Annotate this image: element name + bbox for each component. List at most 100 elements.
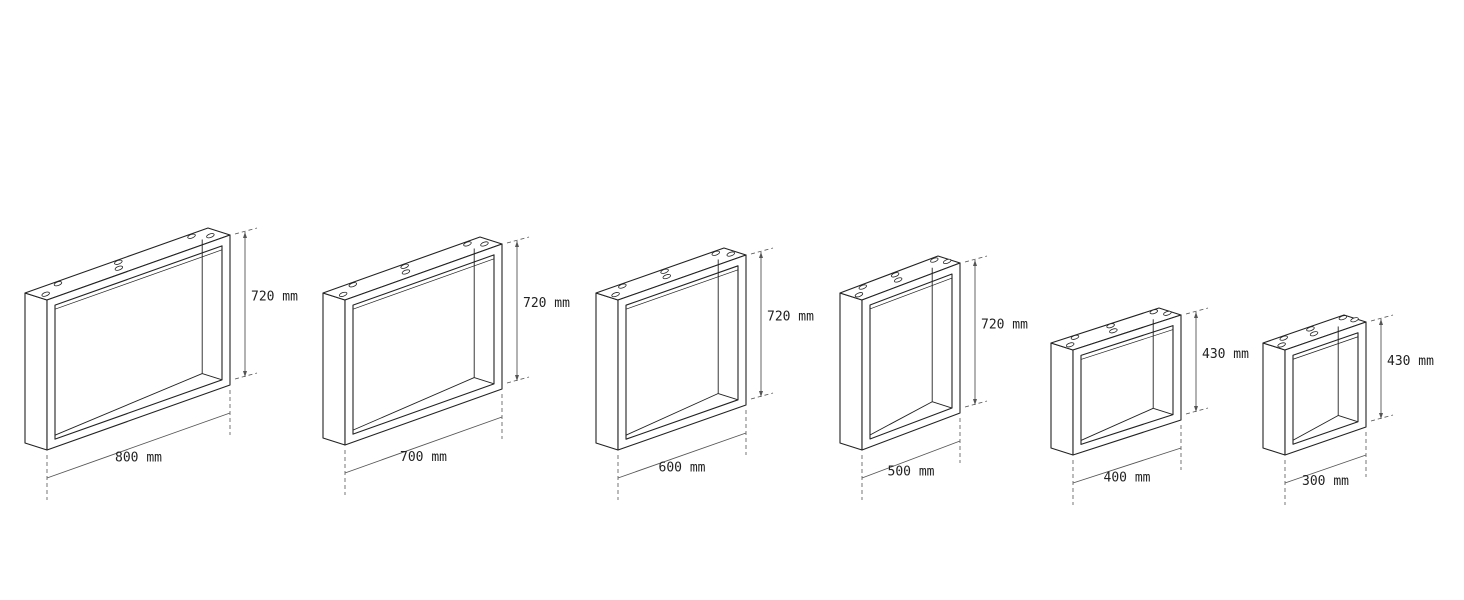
leg-frame-1: 720 mm 800 mm bbox=[24, 227, 298, 500]
height-label: 720 mm bbox=[981, 318, 1028, 333]
mounting-hole-icon bbox=[611, 292, 620, 298]
mounting-hole-icon bbox=[1065, 342, 1075, 348]
inner-bottom-edge bbox=[54, 373, 203, 436]
dimension-extension-line bbox=[1185, 307, 1209, 315]
mounting-hole-icon bbox=[1106, 323, 1115, 329]
mounting-hole-icon bbox=[726, 251, 735, 257]
dimension-extension-line bbox=[506, 236, 530, 244]
mounting-hole-icon bbox=[463, 241, 472, 247]
arrowhead-icon bbox=[243, 232, 247, 238]
arrowhead-icon bbox=[759, 252, 763, 258]
inner-top-edge bbox=[1292, 336, 1359, 360]
width-dimension-line bbox=[861, 440, 961, 479]
width-label: 700 mm bbox=[400, 450, 447, 465]
inner-corner-edge bbox=[718, 393, 739, 401]
leg-frame-3: 720 mm 600 mm bbox=[595, 247, 814, 500]
dimension-extension-line bbox=[964, 255, 988, 263]
mounting-hole-icon bbox=[942, 258, 952, 265]
height-label: 720 mm bbox=[251, 290, 298, 305]
inner-corner-edge bbox=[1338, 415, 1359, 423]
inner-bottom-edge bbox=[1080, 407, 1154, 441]
mounting-hole-icon bbox=[660, 268, 669, 274]
frame-side-face bbox=[24, 292, 48, 451]
arrowhead-icon bbox=[973, 260, 977, 266]
mounting-hole-icon bbox=[53, 281, 63, 287]
mounting-hole-icon bbox=[187, 233, 196, 239]
width-label: 600 mm bbox=[659, 461, 706, 476]
width-dimension-line bbox=[1072, 447, 1182, 484]
inner-top-edge bbox=[352, 258, 495, 310]
mounting-hole-icon bbox=[41, 291, 50, 297]
arrowhead-icon bbox=[1194, 312, 1198, 318]
height-label: 720 mm bbox=[767, 310, 814, 325]
arrowhead-icon bbox=[1194, 406, 1198, 412]
inner-top-edge bbox=[869, 277, 953, 310]
mounting-hole-icon bbox=[114, 265, 124, 271]
mounting-hole-icon bbox=[1279, 335, 1288, 341]
mounting-hole-icon bbox=[1309, 331, 1319, 337]
arrowhead-icon bbox=[515, 375, 519, 381]
mounting-hole-icon bbox=[114, 259, 123, 265]
height-label: 720 mm bbox=[523, 296, 570, 311]
width-label: 800 mm bbox=[115, 451, 162, 466]
width-dimension-line bbox=[344, 416, 503, 474]
frame-side-face bbox=[1050, 342, 1074, 456]
inner-corner-edge bbox=[202, 373, 223, 381]
mounting-hole-icon bbox=[338, 291, 348, 297]
leg-frame-2: 720 mm 700 mm bbox=[322, 236, 570, 495]
mounting-hole-icon bbox=[1163, 310, 1172, 316]
inner-corner-edge bbox=[1153, 407, 1174, 416]
mounting-hole-icon bbox=[206, 233, 215, 239]
inner-bottom-edge bbox=[1292, 415, 1339, 441]
dimension-extension-line bbox=[964, 400, 988, 408]
width-dimension-line bbox=[46, 412, 231, 479]
mounting-hole-icon bbox=[480, 241, 489, 247]
height-label: 430 mm bbox=[1387, 354, 1434, 369]
leg-frame-5: 430 mm 400 mm bbox=[1050, 307, 1249, 505]
dimension-extension-line bbox=[234, 227, 258, 235]
mounting-hole-icon bbox=[1277, 342, 1286, 348]
mounting-hole-icon bbox=[930, 257, 939, 263]
arrowhead-icon bbox=[759, 391, 763, 397]
arrowhead-icon bbox=[243, 371, 247, 377]
mounting-hole-icon bbox=[1109, 328, 1118, 334]
arrowhead-icon bbox=[515, 241, 519, 247]
dimension-extension-line bbox=[1185, 407, 1209, 415]
inner-corner-edge bbox=[932, 401, 953, 409]
dimension-extension-line bbox=[750, 392, 774, 400]
mounting-hole-icon bbox=[348, 282, 358, 288]
inner-top-edge bbox=[625, 269, 739, 310]
width-dimension-line bbox=[617, 432, 747, 479]
inner-top-edge bbox=[54, 249, 223, 310]
dimension-extension-line bbox=[506, 376, 530, 384]
dimension-extension-line bbox=[234, 372, 258, 380]
dimension-extension-line bbox=[750, 247, 774, 255]
mounting-hole-icon bbox=[1350, 317, 1359, 323]
mounting-hole-icon bbox=[1149, 309, 1159, 315]
frame-side-face bbox=[322, 292, 346, 446]
inner-bottom-edge bbox=[625, 393, 719, 436]
width-dimension-line bbox=[1284, 454, 1367, 484]
mounting-hole-icon bbox=[400, 263, 409, 269]
mounting-hole-icon bbox=[893, 277, 903, 283]
dimension-extension-line bbox=[1370, 314, 1394, 322]
frame-side-face bbox=[595, 292, 619, 451]
inner-bottom-edge bbox=[869, 401, 933, 436]
mounting-hole-icon bbox=[1338, 315, 1348, 321]
height-label: 430 mm bbox=[1202, 347, 1249, 362]
arrowhead-icon bbox=[973, 399, 977, 405]
mounting-hole-icon bbox=[618, 283, 627, 289]
inner-top-edge bbox=[1080, 329, 1174, 360]
frame-side-face bbox=[839, 292, 863, 451]
mounting-hole-icon bbox=[401, 269, 411, 275]
width-label: 300 mm bbox=[1302, 474, 1349, 489]
mounting-hole-icon bbox=[854, 292, 864, 298]
mounting-hole-icon bbox=[1070, 334, 1080, 340]
mounting-hole-icon bbox=[890, 272, 900, 278]
arrowhead-icon bbox=[1379, 413, 1383, 419]
width-label: 400 mm bbox=[1104, 471, 1151, 486]
inner-bottom-edge bbox=[352, 377, 475, 431]
dimension-extension-line bbox=[1370, 414, 1394, 422]
width-label: 500 mm bbox=[888, 465, 935, 480]
